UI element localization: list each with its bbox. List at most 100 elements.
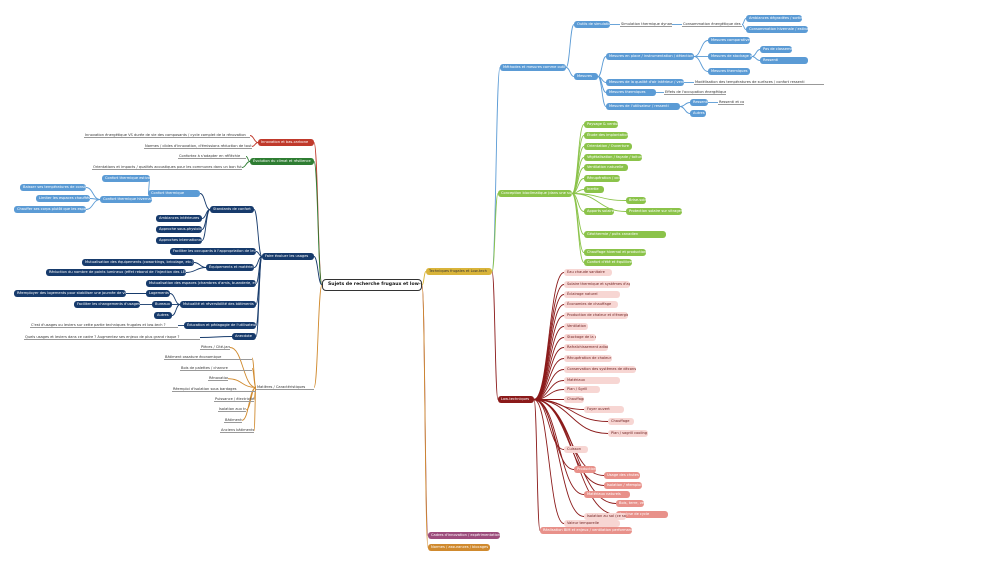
matiere-item[interactable]: Isolation aux trois positions	[218, 407, 246, 413]
leaf-innovation[interactable]: Normes / cibles d'innovation, d'émission…	[144, 144, 252, 149]
conception-item[interactable]: Végétalisation / façade / toiture	[584, 154, 642, 161]
methode-item[interactable]: Outils de simulation	[574, 21, 610, 28]
branch-usages[interactable]: Faire évoluer les usages	[262, 253, 314, 260]
lowtech-item[interactable]: Plan / Sgrill	[564, 386, 600, 393]
lowtech-item[interactable]: Valeur temporelle	[564, 520, 620, 527]
methode-item[interactable]: Mesures en place / instrumentation / dét…	[606, 53, 694, 60]
branch-confort[interactable]: Standards de confort	[210, 206, 254, 213]
usage-item[interactable]: Mutualisation des espaces (chambres d'am…	[146, 280, 256, 287]
usage-autres[interactable]: Autres	[154, 312, 172, 319]
lowtech-item[interactable]: Usage des chutes	[604, 472, 640, 479]
methode-item[interactable]: Simulation thermique dynamique	[620, 21, 672, 27]
methode-item[interactable]: Mesures de stockage d'énergie	[708, 53, 752, 60]
lowtech-item[interactable]: Production	[574, 466, 596, 473]
leaf-climat[interactable]: Orientations et impacts / qualités acous…	[92, 165, 242, 170]
matiere-item[interactable]: Pièces / Cité-jardin	[200, 345, 230, 350]
methode-mesures[interactable]: Mesures	[574, 73, 598, 80]
methode-item[interactable]: Ambiances dégradées / sorties hors secte…	[746, 15, 802, 22]
confort-hiver-item[interactable]: Baisser ses températures de consigne	[20, 184, 86, 191]
conception-item[interactable]: Protection solaire sur vitrages et en to…	[626, 208, 682, 215]
lowtech-item[interactable]: Production de chaleur et d'énergie	[564, 312, 628, 319]
confort-item[interactable]: Approche sous-physiologique	[156, 226, 202, 233]
confort-thermique[interactable]: Confort thermique	[148, 190, 200, 197]
lowtech-item[interactable]: Bois, terre, ventilé	[616, 500, 644, 507]
lowtech-item[interactable]: Analyse de cycle	[616, 511, 668, 518]
confort-hiver-item[interactable]: Chauffer ses corps plutôt que les espace…	[14, 206, 86, 213]
lowtech-item[interactable]: Matériaux	[564, 377, 620, 384]
usage-bureaux[interactable]: Bureaux	[152, 301, 172, 308]
usage-item[interactable]: Réduction du nombre de points lumineux (…	[46, 269, 186, 276]
matiere-item[interactable]: Puissance / électricité	[214, 397, 254, 402]
confort-hiver-item[interactable]: Limiter les espaces chauffés	[36, 195, 90, 202]
anecdote[interactable]: Anecdote	[232, 333, 256, 340]
branch-innovation[interactable]: Innovation et bas-carbone	[258, 139, 314, 146]
anecdote-note[interactable]: Quels usages et leviers dans ce cadre ? …	[24, 334, 200, 340]
lowtech-item[interactable]: Rafraîchissement adiabatique	[564, 344, 608, 351]
usage-item[interactable]: Éducation et pédagogie de l'utilisateur	[184, 322, 256, 329]
lowtech-item[interactable]: Isolation au sol (ce sans cette fermetur…	[584, 513, 626, 520]
branch-methodes[interactable]: Méthodes et mesures comme outil ?	[500, 64, 566, 71]
methode-item[interactable]: Ressenti	[760, 57, 808, 64]
usage-item[interactable]: Réemployer des logements pour stabiliser…	[14, 290, 126, 297]
methode-item[interactable]: Modélisation des températures de surface…	[694, 79, 824, 85]
lowtech-item[interactable]: Foyer ouvert	[584, 406, 624, 413]
lowtech-item[interactable]: Économies de chauffage	[564, 301, 618, 308]
lowtech-item[interactable]: Réalisation BIM et enjeux / ventilation …	[540, 527, 632, 534]
confort-hivernal[interactable]: Confort thermique hivernal	[100, 196, 152, 203]
methode-item[interactable]: Autres	[690, 110, 706, 117]
lowtech-item[interactable]: Isolation / réemploi	[604, 482, 642, 489]
matiere-item[interactable]: Bois de palettes / chanvre	[180, 365, 252, 371]
conception-item[interactable]: Récupération / occultation	[584, 175, 620, 182]
methode-item[interactable]: Mesures thermiques	[606, 89, 656, 96]
leaf-climat[interactable]: Confortez à s'adapter en réfléchie	[178, 153, 246, 159]
conception-item[interactable]: Chauffage hivernal et production locale	[584, 249, 646, 256]
methode-item[interactable]: Ressenti et comportement de l'occupant	[718, 100, 744, 105]
conception-item[interactable]: Confort d'été et équilibre entre les faç…	[584, 259, 632, 266]
methode-item[interactable]: Consommation hivernale / estivale	[746, 26, 808, 33]
conception-item[interactable]: Inertie	[584, 186, 604, 193]
usage-item[interactable]: Faciliter les changements d'usages	[74, 301, 140, 308]
central-topic[interactable]: Sujets de recherche frugaux et low-tech	[322, 279, 422, 291]
usage-note[interactable]: C'est d'usages ou leviers sur cette part…	[30, 322, 178, 328]
matiere-item[interactable]: Bâtiments	[224, 417, 242, 423]
lowtech-item[interactable]: Ventilation	[564, 323, 588, 330]
matiere-item[interactable]: Bâtiment ossature économique	[164, 354, 252, 361]
branch-climat[interactable]: Évolution du climat et résilience	[250, 158, 314, 165]
usage-item[interactable]: Faciliter les occupants à l'appropriatio…	[170, 248, 256, 255]
confort-estival[interactable]: Confort thermique estival	[102, 175, 150, 182]
branch-conception[interactable]: Conception bioclimatique (dans une sujet…	[498, 190, 572, 197]
usage-item[interactable]: Équipements et matériel	[206, 264, 254, 271]
conception-item[interactable]: Brise-soleil	[626, 197, 646, 204]
methode-item[interactable]: Mesures comparatives	[708, 37, 750, 44]
matiere-item[interactable]: Anciens bâtiments ?	[220, 428, 254, 434]
matiere-item[interactable]: Rénovation	[208, 376, 228, 382]
branch-matieres[interactable]: Matières / Caractéristiques	[256, 384, 314, 390]
usage-logements[interactable]: Logements	[146, 290, 170, 297]
usage-item[interactable]: Mutualité et réversibilité des bâtiments	[180, 301, 256, 308]
conception-item[interactable]: Orientation / Ouverture	[584, 143, 632, 150]
methode-item[interactable]: Effets de l'occupation énergétique	[664, 90, 726, 95]
confort-item[interactable]: Ambiances intérieures	[156, 215, 202, 222]
lowtech-item[interactable]: Solaire thermique et systèmes d'appoint	[564, 281, 630, 288]
lowtech-item[interactable]: Éclairage naturel	[564, 291, 620, 298]
conception-item[interactable]: Géothermie / puits canadien	[584, 231, 666, 238]
conception-item[interactable]: Étude des implantations	[584, 132, 628, 139]
branch-lowtech[interactable]: Low-techniques	[498, 396, 534, 403]
methode-item[interactable]: Mesures de l'utilisateur / ressenti	[606, 103, 680, 110]
conception-item[interactable]: Paysage & verdure	[584, 121, 618, 128]
lowtech-item[interactable]: Récupération de chaleur fatale	[564, 355, 612, 362]
methode-item[interactable]: Ressenti	[690, 99, 708, 106]
lowtech-item[interactable]: Conservation des systèmes de déconstruct…	[564, 366, 636, 373]
confort-item[interactable]: Approches internationales ?	[156, 237, 202, 244]
lowtech-item[interactable]: Cuisson	[564, 446, 588, 453]
lowtech-item[interactable]: Stockage de la chaleur	[564, 334, 596, 341]
conception-item[interactable]: Ventilation naturelle	[584, 164, 628, 171]
lowtech-item[interactable]: Chauffage	[564, 396, 584, 403]
matiere-item[interactable]: Réemploi d'isolation sous bardages	[172, 386, 256, 392]
lowtech-item[interactable]: Chauffage	[608, 418, 634, 425]
conception-item[interactable]: Apports solaires	[584, 208, 614, 215]
lowtech-item[interactable]: Plan / sagrill cooling	[608, 430, 648, 437]
methode-item[interactable]: Mesures thermiques	[708, 68, 750, 75]
methode-item[interactable]: Pas de classement	[760, 46, 792, 53]
branch-techniques[interactable]: Techniques frugales et Low-tech	[426, 268, 492, 275]
